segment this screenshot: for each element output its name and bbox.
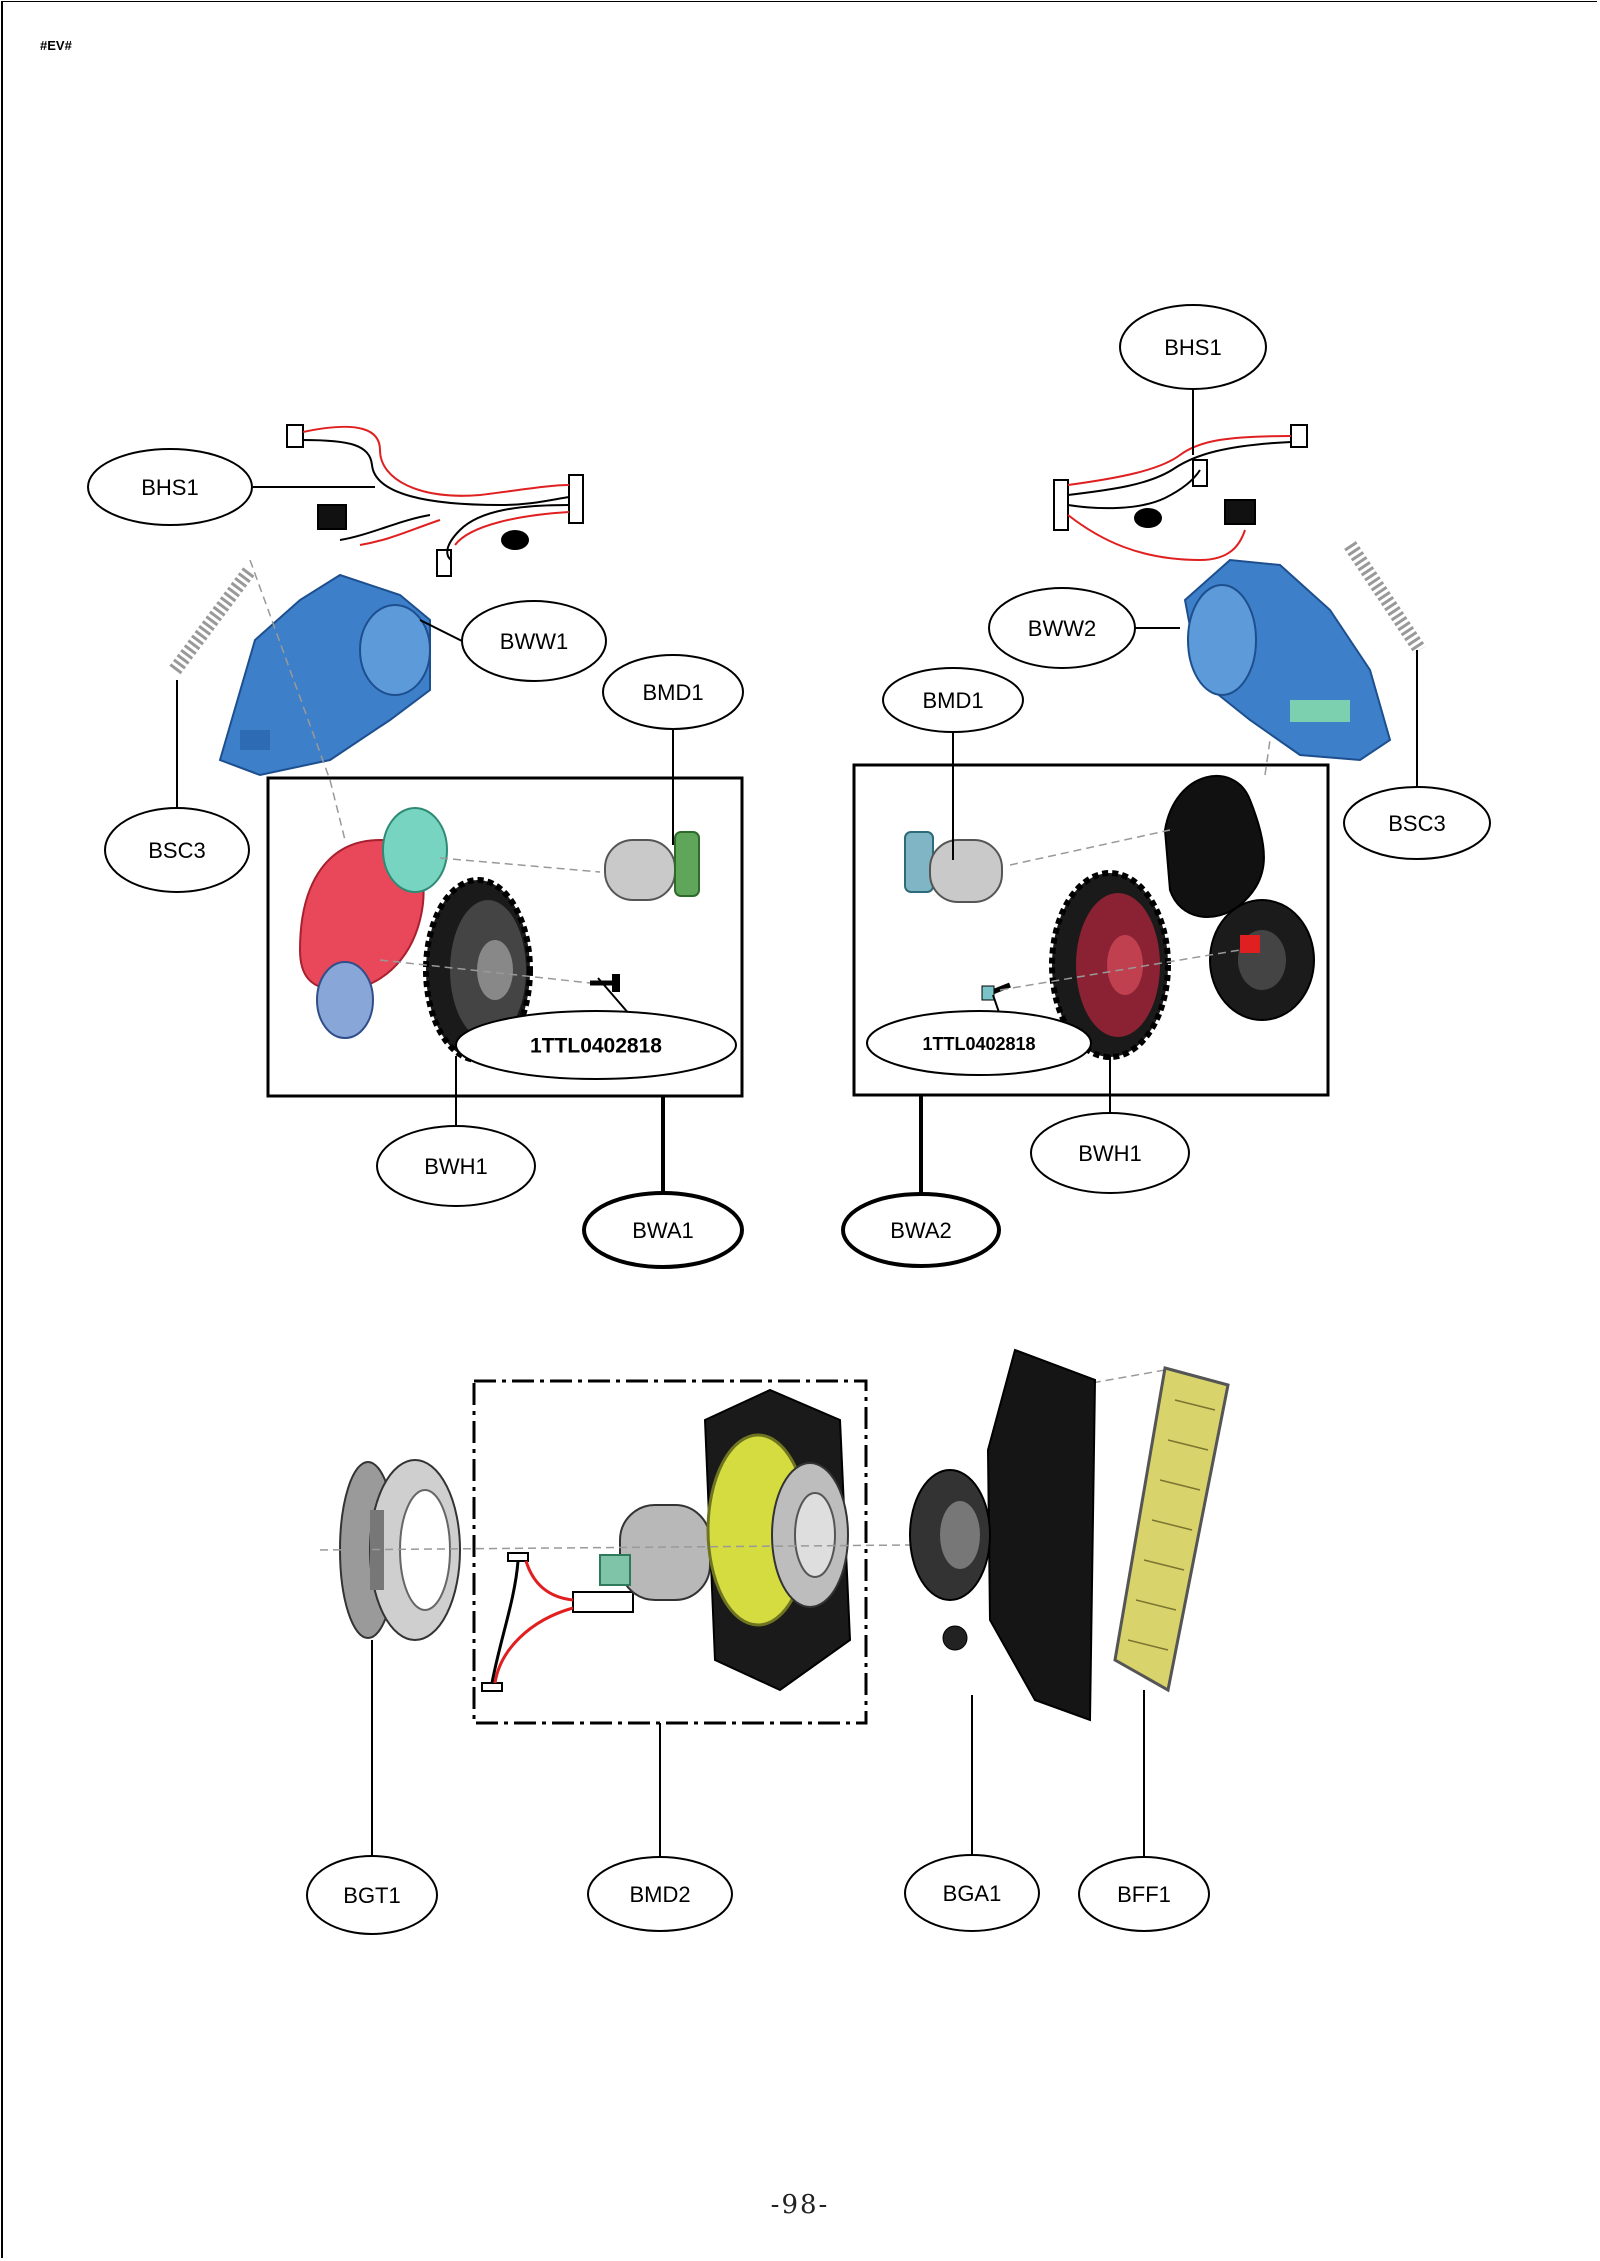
callout-label: BWW1 — [500, 629, 568, 654]
right-wheel-assembly — [852, 424, 1426, 1097]
filter-bff1 — [1113, 1366, 1230, 1693]
callout-bhs1-left: BHS1 — [87, 448, 253, 526]
callout-bsc3-right: BSC3 — [1343, 786, 1491, 860]
callout-bmd1-right: BMD1 — [882, 667, 1024, 733]
wire-harness-right — [1053, 424, 1308, 562]
header-tag: #EV# — [40, 38, 72, 53]
callout-bwh1-right: BWH1 — [1030, 1112, 1190, 1194]
callout-label: BHS1 — [1164, 335, 1221, 360]
callout-label: BGT1 — [343, 1883, 400, 1908]
fan-guide-line — [319, 1544, 911, 1551]
callout-label: BWH1 — [424, 1154, 488, 1179]
guide-lines-left — [249, 559, 601, 984]
assembly-box-bwa1 — [266, 776, 744, 1098]
callout-bmd1-left: BMD1 — [602, 654, 744, 730]
callout-label: BWA2 — [890, 1218, 952, 1243]
fan-housing-bga1 — [909, 1348, 1097, 1722]
callout-bff1: BFF1 — [1078, 1856, 1210, 1932]
wheel-housing-right — [1183, 558, 1392, 762]
callout-label: BWA1 — [632, 1218, 694, 1243]
callout-label: BSC3 — [1388, 811, 1445, 836]
callout-label: BGA1 — [943, 1881, 1002, 1906]
spring-left — [169, 565, 256, 675]
leader-lines — [176, 389, 1418, 1858]
callout-label: BFF1 — [1117, 1882, 1171, 1907]
callout-code-right: 1TTL0402818 — [866, 1010, 1092, 1076]
callout-bww1: BWW1 — [461, 600, 607, 682]
wire-harness-left — [286, 424, 584, 577]
callout-label: BMD1 — [922, 688, 983, 713]
screw-left — [590, 974, 620, 992]
fan-assembly — [319, 1348, 1230, 1725]
assembly-box-bmd2 — [472, 1379, 868, 1725]
callout-label: BHS1 — [141, 475, 198, 500]
callout-bgt1: BGT1 — [306, 1855, 438, 1935]
motor-bmd1-left — [604, 831, 700, 901]
gasket-ring-bgt1 — [339, 1459, 461, 1641]
callout-bhs1-right: BHS1 — [1119, 304, 1267, 390]
callout-label: BWH1 — [1078, 1141, 1142, 1166]
callout-code-left: 1TTL0402818 — [455, 1010, 737, 1080]
left-wheel-assembly — [169, 424, 744, 1098]
callout-bww2: BWW2 — [988, 587, 1136, 669]
screw-right — [981, 982, 1011, 1001]
wheel-housing-left — [218, 573, 431, 777]
callout-bwa2: BWA2 — [841, 1192, 1001, 1268]
wheel-cover-left — [298, 807, 448, 1039]
callout-label: BMD1 — [642, 680, 703, 705]
page-number: -98- — [770, 2190, 830, 2220]
fan-motor-bmd2 — [599, 1388, 852, 1692]
callout-bga1: BGA1 — [904, 1854, 1040, 1932]
fan-motor-harness — [481, 1552, 634, 1692]
callout-bwh1-left: BWH1 — [376, 1125, 536, 1207]
assembly-box-bwa2 — [852, 763, 1330, 1097]
callout-label: BMD2 — [629, 1882, 690, 1907]
part-code-label: 1TTL0402818 — [530, 1035, 662, 1058]
spring-right — [1344, 541, 1426, 654]
callout-bsc3-left: BSC3 — [104, 807, 250, 893]
callout-label: BWW2 — [1028, 616, 1096, 641]
motor-bmd1-right — [904, 831, 1003, 903]
guide-lines-right — [999, 739, 1271, 991]
callout-bmd2: BMD2 — [587, 1856, 733, 1932]
wheel-right — [1049, 870, 1171, 1060]
part-code-label: 1TTL0402818 — [922, 1034, 1035, 1054]
callout-bwa1: BWA1 — [582, 1191, 744, 1269]
wheel-cover-right — [1163, 775, 1315, 1021]
callout-label: BSC3 — [148, 838, 205, 863]
